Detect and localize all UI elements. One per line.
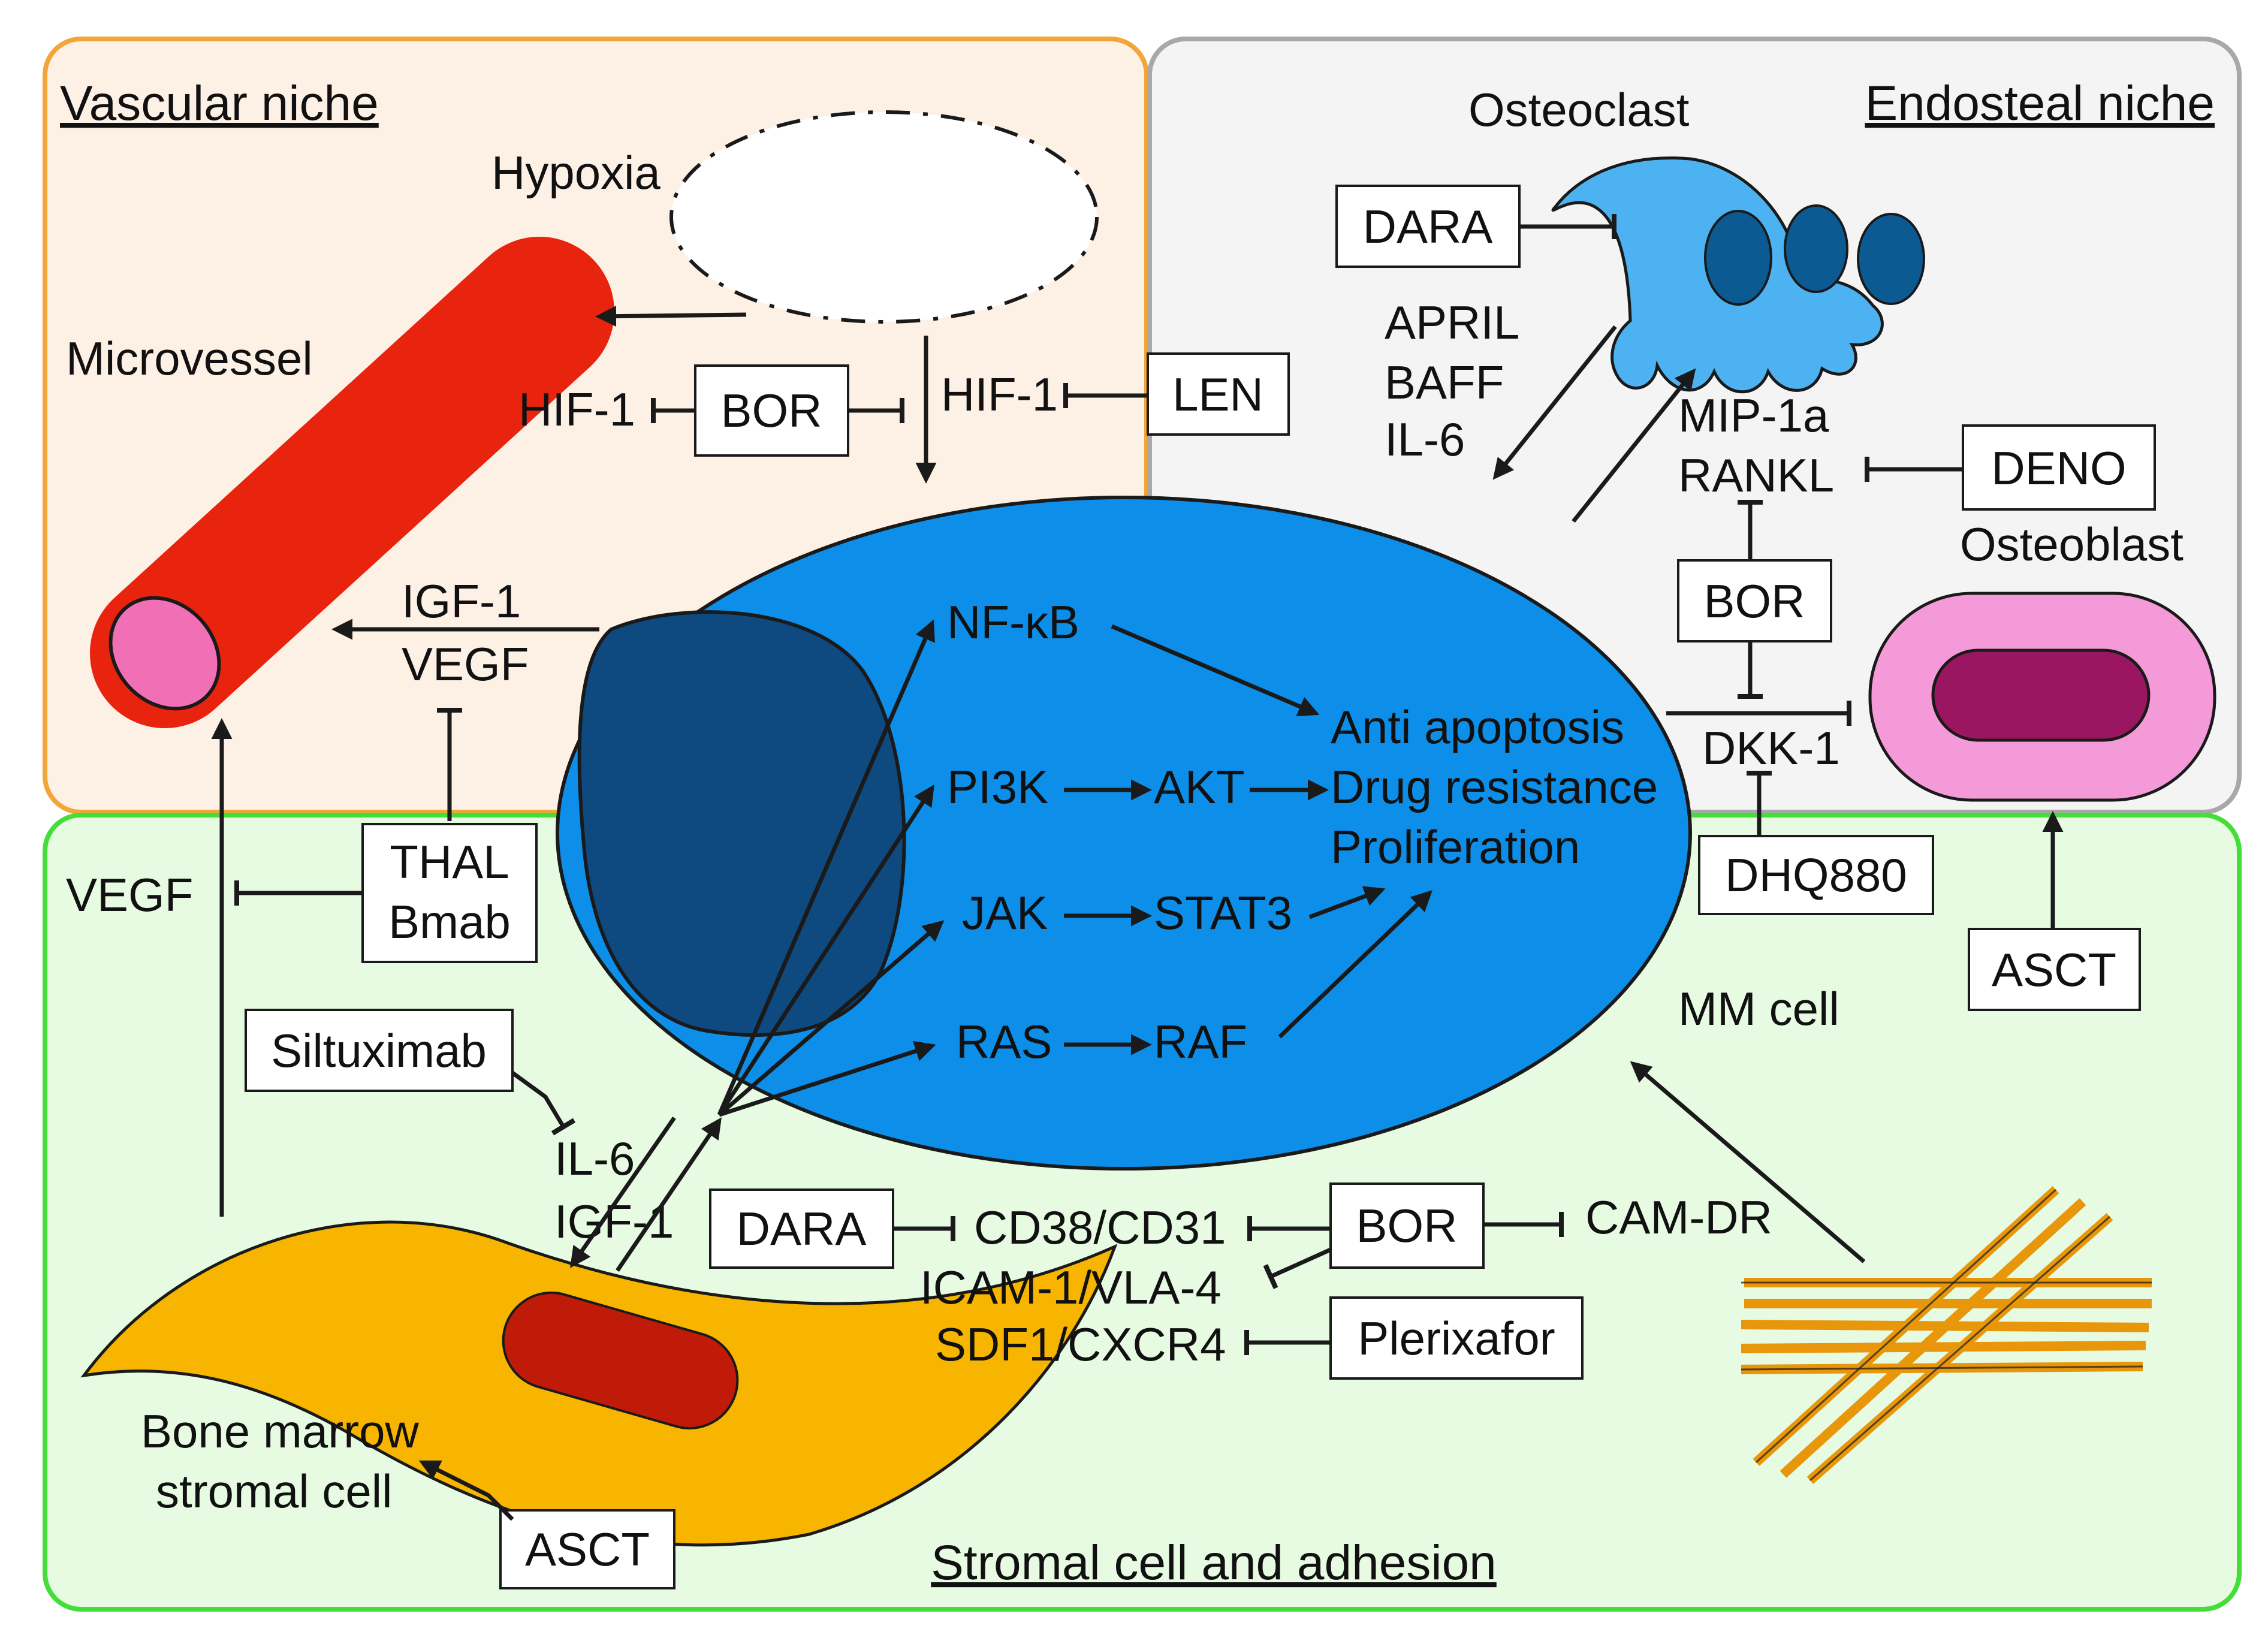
hif1-right-label: HIF-1 [941, 368, 1058, 421]
arrow-asct-to-stromal-cell [418, 1460, 514, 1521]
asct-right-label: ASCT [1992, 943, 2116, 996]
endosteal-niche-title: Endosteal niche [1865, 76, 2215, 131]
bor-bottom-box [1329, 1182, 1485, 1269]
outcome-anti-apoptosis: Anti apoptosis [1331, 701, 1624, 753]
ras-label: RAS [956, 1015, 1052, 1068]
mm-cell-label: MM cell [1678, 982, 1839, 1035]
sdf1-label: SDF1/CXCR4 [935, 1318, 1226, 1371]
inhibit-siltuximab-il6 [511, 1071, 576, 1136]
arrow-to-ras [718, 1040, 936, 1117]
stromal-cell-label-line1: Bone marrow [141, 1405, 420, 1458]
bor-top-box [694, 364, 849, 457]
dara-bottom-label: DARA [737, 1202, 867, 1255]
vegf-stromal-label: VEGF [66, 868, 193, 921]
mip1a-label: MIP-1a [1678, 389, 1829, 442]
plerixafor-label: Plerixafor [1358, 1312, 1555, 1365]
bor-top-label: BOR [720, 384, 822, 437]
osteoblast-nucleus [1931, 648, 2151, 742]
dara-bottom-box [709, 1188, 894, 1269]
bor-right-label: BOR [1703, 575, 1805, 628]
baff-label: BAFF [1385, 356, 1504, 409]
mm-cell-nucleus [577, 610, 906, 1037]
arrow-to-jak [717, 920, 945, 1117]
microvessel-label: Microvessel [66, 332, 313, 385]
arrow-nfkb-to-outcomes [1111, 624, 1320, 717]
nfkb-label: NF-κB [947, 596, 1079, 648]
osteoblast-label: Osteoblast [1960, 518, 2183, 571]
cd38-label: CD38/CD31 [974, 1201, 1226, 1254]
april-label: APRIL [1385, 296, 1519, 349]
igf1-label: IGF-1 [402, 575, 521, 628]
arrow-osteoclast-to-mm-cell [1492, 325, 1617, 480]
stromal-cell-nucleus [502, 1291, 739, 1430]
arrow-to-nfkb [717, 619, 935, 1116]
stromal-cell-label-line2: stromal cell [156, 1465, 392, 1518]
deno-box [1962, 424, 2156, 511]
plerixafor-box [1329, 1296, 1584, 1380]
pi3k-label: PI3K [947, 761, 1048, 813]
raf-label: RAF [1154, 1015, 1247, 1068]
osteoclast-nucleus [1704, 210, 1772, 306]
arrow-hypoxia-to-microvessel [595, 306, 747, 327]
inhibit-bor-icam [1263, 1247, 1332, 1289]
extracellular-matrix-fibers [1741, 1186, 2152, 1485]
bor-bottom-label: BOR [1356, 1199, 1457, 1252]
arrow-mm-cell-to-osteoclast [1572, 368, 1696, 523]
siltuximab-label: Siltuximab [271, 1024, 487, 1077]
microvessel [90, 237, 614, 728]
outcome-drug-resistance: Drug resistance [1331, 761, 1658, 813]
stromal-niche-title: Stromal cell and adhesion [931, 1536, 1497, 1590]
len-label: LEN [1172, 368, 1263, 421]
arrow-matrix-to-mm-cell [1630, 1061, 1866, 1263]
osteoclast-nucleus [1857, 213, 1925, 305]
arrow-stat3-to-outcomes [1308, 886, 1386, 919]
hypoxia-region [669, 110, 1099, 324]
il6-stromal-label: IL-6 [554, 1132, 635, 1185]
asct-right-box [1968, 928, 2141, 1011]
arrow-mm-cell-to-stromal [570, 1117, 676, 1268]
dara-top-box [1335, 185, 1521, 268]
vegf-label: VEGF [402, 638, 529, 690]
icam-label: ICAM-1/VLA-4 [920, 1261, 1222, 1314]
dara-top-label: DARA [1363, 200, 1493, 253]
len-box [1147, 352, 1290, 436]
bor-right-box [1677, 559, 1832, 642]
jak-label: JAK [962, 886, 1048, 939]
dhq880-label: DHQ880 [1725, 849, 1907, 901]
dkk1-label: DKK-1 [1702, 722, 1840, 774]
dhq880-box [1698, 835, 1934, 915]
arrow-to-pi3k [717, 785, 934, 1116]
arrow-raf-to-outcomes [1278, 890, 1433, 1039]
thal-bmab-box [361, 823, 538, 963]
hypoxia-label: Hypoxia [491, 146, 661, 199]
rankl-label: RANKL [1678, 449, 1834, 502]
outcome-proliferation: Proliferation [1331, 820, 1580, 873]
arrow-stromal-to-mm-cell [616, 1117, 722, 1272]
akt-label: AKT [1154, 761, 1245, 813]
hif1-left-label: HIF-1 [518, 383, 635, 436]
siltuximab-box [245, 1009, 514, 1092]
osteoclast-label: Osteoclast [1468, 83, 1690, 136]
il6-label: IL-6 [1385, 413, 1465, 466]
deno-label: DENO [1991, 442, 2126, 494]
asct-bottom-label: ASCT [525, 1523, 650, 1576]
thal-label: THAL [390, 835, 509, 888]
asct-bottom-box [499, 1509, 675, 1589]
bmab-label: Bmab [388, 895, 511, 948]
cam-dr-label: CAM-DR [1585, 1191, 1772, 1244]
osteoclast-nucleus [1784, 204, 1848, 293]
vascular-niche-title: Vascular niche [60, 76, 379, 131]
stat3-label: STAT3 [1154, 886, 1292, 939]
